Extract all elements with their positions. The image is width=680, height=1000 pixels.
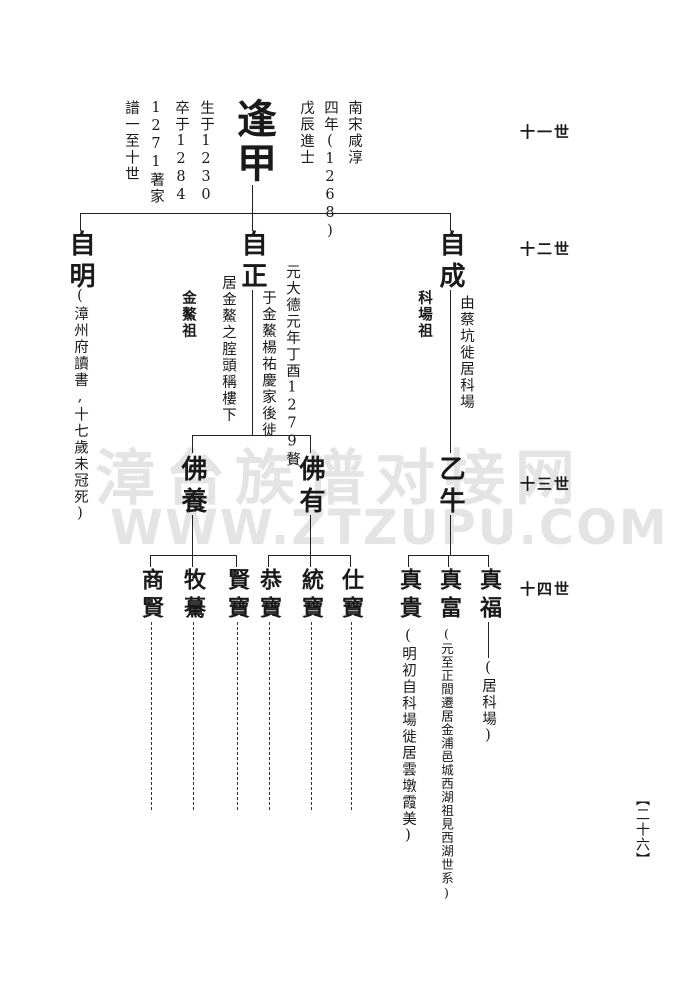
line-to-zhenfu-rich — [448, 555, 450, 567]
line-gen12-bar — [80, 213, 450, 215]
line-foyou-children-bar — [268, 555, 350, 557]
ancestor-exam-note-1: 南宋咸淳 — [346, 100, 362, 166]
line-ancestor-down — [252, 185, 254, 213]
line-zicheng-down — [450, 290, 452, 453]
line-to-tongbao — [310, 555, 312, 567]
line-gen13-left-bar — [192, 435, 310, 437]
line-to-shangxian — [150, 555, 152, 567]
generation-label-14: 十四世 — [520, 580, 572, 598]
line-zhenfu-down — [488, 622, 490, 658]
generation-label-11: 十一世 — [520, 123, 572, 141]
watermark-url: WWW.ZTZUPU.COM — [110, 500, 669, 556]
line-to-ziming — [80, 213, 82, 231]
line-yiniu-down — [450, 515, 452, 555]
person-foyang: 佛養 — [177, 455, 207, 519]
watermark-chinese: 漳台族谱对接网 — [95, 444, 585, 514]
zizheng-note-3: 居金鰲之腟頭稱樓下 — [220, 275, 236, 424]
line-to-muji — [192, 555, 194, 567]
line-to-zicheng — [450, 213, 452, 231]
line-foyou-down — [310, 515, 312, 555]
ziming-note: (漳州府讀書,十七歲未冠死) — [72, 288, 88, 524]
zizheng-note-2: 于金鰲楊祐慶家後徙 — [260, 290, 276, 439]
ancestor-name: 逢甲 — [230, 98, 277, 186]
line-to-zizheng — [252, 213, 254, 231]
person-zicheng: 自成 — [435, 230, 465, 294]
ancestor-born: 生于1230 — [198, 100, 214, 205]
line-to-zhengui — [408, 555, 410, 567]
person-muji: 牧驀 — [180, 568, 206, 624]
line-to-gongbao — [268, 555, 270, 567]
dash-gongbao — [269, 622, 270, 810]
person-shibao: 仕寶 — [338, 568, 364, 624]
dash-xianbao — [237, 622, 238, 810]
person-shangxian: 商賢 — [138, 568, 164, 624]
line-to-foyang — [192, 435, 194, 453]
ancestor-genealogy: 譜一至十世 — [123, 100, 139, 183]
dash-shibao — [351, 622, 352, 810]
page-number: 【二十六】 — [634, 792, 650, 867]
line-to-xianbao — [236, 555, 238, 567]
line-zizheng-down — [252, 290, 254, 435]
line-to-shibao — [350, 555, 352, 567]
person-zhenfu-rich: 真富 — [436, 568, 462, 624]
dash-shangxian — [151, 622, 152, 810]
person-zizheng: 自正 — [237, 230, 267, 294]
dash-muji — [193, 622, 194, 810]
person-ziming: 自明 — [65, 230, 95, 294]
person-xianbao: 賢寶 — [224, 568, 250, 624]
zhenfu-rich-note: (元至正間遷居金浦邑城西湖祖見西湖世系) — [439, 626, 454, 901]
zhenfu-note: (居科場) — [480, 660, 496, 746]
generation-label-13: 十三世 — [520, 475, 572, 493]
zizheng-note-1: 元大德元年丁酉1279贅 — [284, 264, 300, 468]
zizheng-ancestor-title: 金鰲祖 — [180, 290, 197, 340]
ancestor-exam-note-2: 四年(1268) — [322, 100, 338, 241]
line-foyang-down — [192, 515, 194, 555]
person-zhenfu: 真福 — [476, 568, 502, 624]
dash-tongbao — [311, 622, 312, 810]
person-yiniu: 乙牛 — [435, 455, 465, 519]
zhengui-note: (明初自科場徙居雲墩霞美) — [400, 628, 416, 846]
ancestor-died: 卒于1284 — [173, 100, 189, 205]
line-to-foyou — [310, 435, 312, 453]
zicheng-ancestor-title: 科場祖 — [416, 290, 433, 340]
line-to-zhenfu — [488, 555, 490, 567]
ancestor-writings: 1271著家 — [148, 100, 164, 205]
person-foyou: 佛有 — [295, 455, 325, 519]
generation-label-12: 十二世 — [520, 240, 572, 258]
person-tongbao: 統寶 — [298, 568, 324, 624]
zicheng-note: 由蔡坑徙居科場 — [458, 295, 474, 411]
person-zhengui: 真貴 — [396, 568, 422, 624]
person-gongbao: 恭寶 — [256, 568, 282, 624]
ancestor-exam-note-3: 戊辰進士 — [298, 100, 314, 166]
